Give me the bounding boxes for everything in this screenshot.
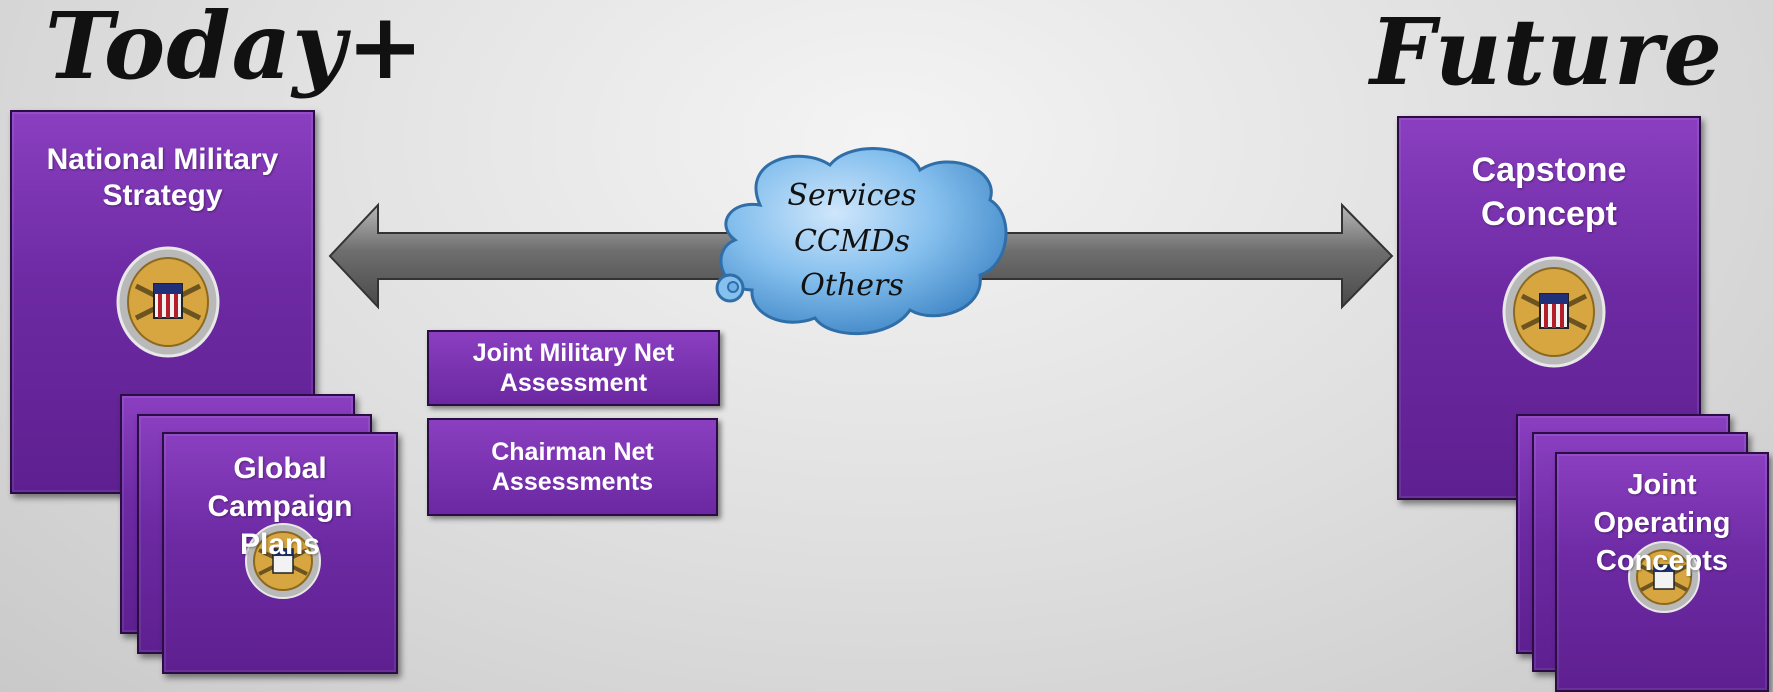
doc-title: National Military Strategy xyxy=(12,142,313,214)
stack-title-line2: Operating xyxy=(1593,507,1731,539)
cloud-shape xyxy=(715,147,1008,335)
joint-chiefs-seal-icon xyxy=(1502,256,1606,368)
stack-title-line1: Joint xyxy=(1627,469,1697,501)
doc-title-line1: Capstone xyxy=(1471,151,1627,189)
box-line2: Assessment xyxy=(499,369,648,397)
box-line2: Assessments xyxy=(491,468,654,496)
doc-title: Capstone Concept xyxy=(1399,148,1699,236)
joint-operating-concepts-doc: Joint Operating Concepts xyxy=(1555,452,1769,692)
chairman-net-assessments-box: Chairman Net Assessments xyxy=(427,418,718,516)
box-line1: Chairman Net xyxy=(491,438,654,466)
joint-chiefs-seal-icon xyxy=(116,246,220,358)
doc-title-line2: Concept xyxy=(1481,195,1617,233)
cloud-label-others: Others xyxy=(800,268,904,303)
box-line1: Joint Military Net xyxy=(472,339,675,367)
joint-chiefs-seal-icon xyxy=(1628,541,1700,613)
joint-military-net-assessment-box: Joint Military Net Assessment xyxy=(427,330,720,406)
cloud-label-ccmds: CCMDs xyxy=(793,224,911,259)
stack-title-line1: Global xyxy=(233,452,327,485)
doc-title-line2: Strategy xyxy=(102,179,223,212)
cloud-label-services: Services xyxy=(787,178,917,213)
stack-title-line3: Concepts xyxy=(1595,545,1729,577)
stack-title-line2: Campaign xyxy=(207,490,353,523)
stack-title: Joint Operating Concepts xyxy=(1557,466,1767,580)
joint-chiefs-seal-icon xyxy=(245,523,321,599)
doc-title-line1: National Military xyxy=(46,143,279,176)
heading-today: Today+ xyxy=(45,0,425,100)
heading-future: Future xyxy=(1370,0,1723,106)
stack-title-line3: Plans xyxy=(239,528,321,561)
global-campaign-plans-doc: Global Campaign Plans xyxy=(162,432,398,674)
stack-title: Global Campaign Plans xyxy=(164,450,396,564)
